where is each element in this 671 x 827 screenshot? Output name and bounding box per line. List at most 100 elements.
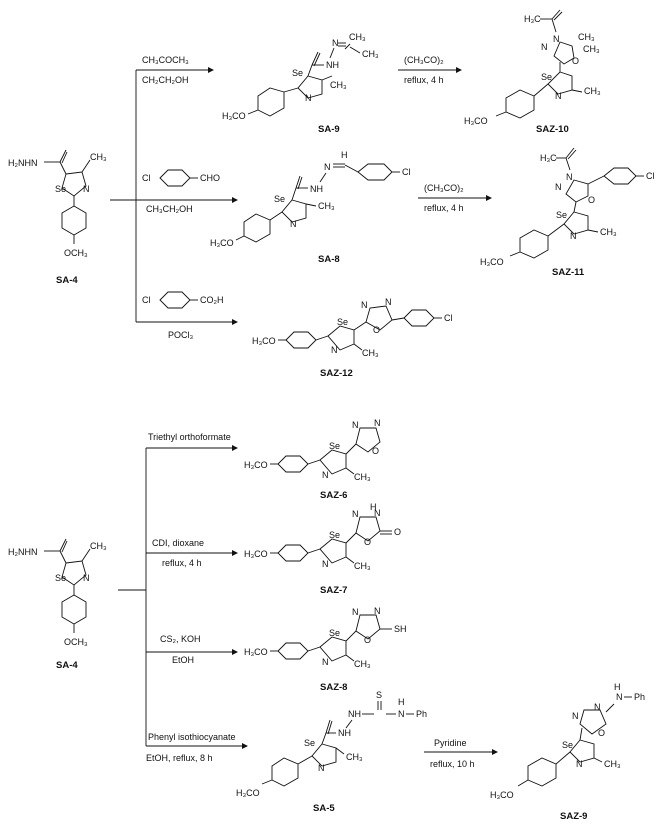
ome-label: H₃CO xyxy=(464,116,488,126)
se-label: Se xyxy=(55,573,66,583)
compound-sa4-bottom: H₂NHN CH₃ Se N OCH₃ SA-4 xyxy=(8,538,107,671)
n-label: N xyxy=(594,702,601,712)
n-label: N xyxy=(83,573,90,583)
compound-sa9: CH₃ CH₃ N NH CH₃ Se N H₃CO SA-9 xyxy=(222,32,379,135)
methyl-label: CH₃ xyxy=(90,152,107,162)
se-label: Se xyxy=(329,441,340,451)
ome-label: H₃CO xyxy=(490,790,514,800)
nph-label: N xyxy=(616,692,623,702)
se-label: Se xyxy=(329,530,340,540)
nh-label: NH xyxy=(310,184,323,194)
reagent-etoh: EtOH xyxy=(172,655,194,665)
methyl-label: CH₃ xyxy=(90,541,107,551)
reagent-conditions: reflux, 4 h xyxy=(404,75,444,85)
n-label: N xyxy=(332,38,339,48)
n-label: N xyxy=(352,420,359,430)
compound-id: SAZ-7 xyxy=(320,585,347,596)
n-label: N xyxy=(361,300,368,310)
n-label: N xyxy=(324,162,331,172)
reagent-pyridine: Pyridine xyxy=(434,738,467,748)
hydrazide-label: H₂NHN xyxy=(8,158,38,168)
ome-label: OCH₃ xyxy=(64,248,88,258)
acetyl-label: H₃C xyxy=(524,14,541,24)
se-label: Se xyxy=(562,740,573,750)
n-label: N xyxy=(322,559,329,569)
n-label: N xyxy=(555,91,562,101)
ome-label: H₃CO xyxy=(244,647,268,657)
methyl-label: CH₃ xyxy=(330,80,347,90)
n-label: N xyxy=(570,231,577,241)
s-label: S xyxy=(376,690,382,700)
reagent-solvent: CH₃CH₂OH xyxy=(146,204,193,214)
n-label: N xyxy=(331,345,338,355)
methyl-label: CH₃ xyxy=(600,227,617,237)
ome-label: OCH₃ xyxy=(64,637,88,647)
n-label: N xyxy=(352,607,359,617)
compound-id: SAZ-8 xyxy=(320,682,347,693)
compound-saz12: H₃CO Se N CH₃ N N O Cl SAZ-12 xyxy=(252,297,453,379)
n-label: N xyxy=(374,418,381,428)
n-label: N xyxy=(541,42,548,52)
reagent-orthoformate: Triethyl orthoformate xyxy=(148,432,231,442)
nh-label: NH xyxy=(348,709,361,719)
acetyl-label: H₃C xyxy=(540,153,557,163)
n-label: N xyxy=(318,763,325,773)
compound-id: SA-4 xyxy=(56,275,78,286)
n-label: N xyxy=(572,711,579,721)
n-label: N xyxy=(576,759,583,769)
ome-label: H₃CO xyxy=(244,460,268,470)
ch3-label: CH₃ xyxy=(362,49,379,59)
n-label: N xyxy=(322,470,329,480)
n-label: N xyxy=(290,219,297,229)
compound-id: SAZ-12 xyxy=(320,368,353,379)
reagent-conditions: reflux, 4 h xyxy=(162,558,202,568)
methyl-label: CH₃ xyxy=(354,659,371,669)
compound-id: SA-8 xyxy=(318,254,340,265)
o-label: O xyxy=(572,56,579,66)
reagent-anhydride: (CH₃CO)₂ xyxy=(404,55,444,65)
reagent-cs2: CS₂, KOH xyxy=(160,634,201,644)
ome-label: H₃CO xyxy=(252,336,276,346)
compound-sa4-top: H₂NHN CH₃ Se N OCH₃ SA-4 xyxy=(8,149,107,286)
compound-saz6: H₃CO Se N CH₃ N N O SAZ-6 xyxy=(244,418,381,501)
o-label: O xyxy=(364,635,371,645)
compound-id: SAZ-6 xyxy=(320,490,347,501)
reagent-solvent: CH₂CH₂OH xyxy=(142,75,189,85)
ome-label: H₃CO xyxy=(480,257,504,267)
se-label: Se xyxy=(337,317,348,327)
methyl-label: CH₃ xyxy=(354,472,371,482)
compound-saz9: N N N H Ph O Se N CH₃ H₃CO SAZ-9 xyxy=(490,682,645,822)
compound-id: SA-4 xyxy=(56,660,78,671)
methyl-label: CH₃ xyxy=(604,759,621,769)
reagent-cl: Cl xyxy=(142,173,151,183)
compound-sa8: H N Cl NH CH₃ Se N H₃CO SA-8 xyxy=(210,150,411,265)
n-label: N xyxy=(553,34,560,44)
sh-label: SH xyxy=(394,624,407,634)
compound-sa5: S NH H N Ph NH CH₃ Se N H₃CO SA-5 xyxy=(236,690,427,814)
compound-saz11: H₃C N Cl N O Se N CH₃ H₃CO SAZ-11 xyxy=(480,147,655,278)
ph-label: Ph xyxy=(634,692,645,702)
compound-id: SAZ-11 xyxy=(552,267,585,278)
ome-label: H₃CO xyxy=(244,549,268,559)
n-label: N xyxy=(352,509,359,519)
o-label: O xyxy=(373,325,380,335)
n-label: N xyxy=(566,172,573,182)
compound-saz10: H₃C N CH₃ CH₃ N O Se N CH₃ H₃CO SAZ-10 xyxy=(464,9,601,135)
reagent-cl: Cl xyxy=(142,295,151,305)
compound-id: SA-5 xyxy=(313,803,335,814)
h-label: H xyxy=(370,502,377,512)
o-label: O xyxy=(588,195,595,205)
n-label: N xyxy=(374,606,381,616)
ome-label: H₃CO xyxy=(222,111,246,121)
se-label: Se xyxy=(556,210,567,220)
reagent-cho: CHO xyxy=(200,173,220,183)
o-label: O xyxy=(394,527,401,537)
hydrazide-label: H₂NHN xyxy=(8,547,38,557)
nh-label: NH xyxy=(338,728,351,738)
ome-label: H₃CO xyxy=(210,238,234,248)
compound-saz7: H₃CO Se N CH₃ H N N O O SAZ-7 xyxy=(244,502,401,596)
o-label: O xyxy=(598,728,605,738)
ph-label: Ph xyxy=(416,709,427,719)
o-label: O xyxy=(372,446,379,456)
